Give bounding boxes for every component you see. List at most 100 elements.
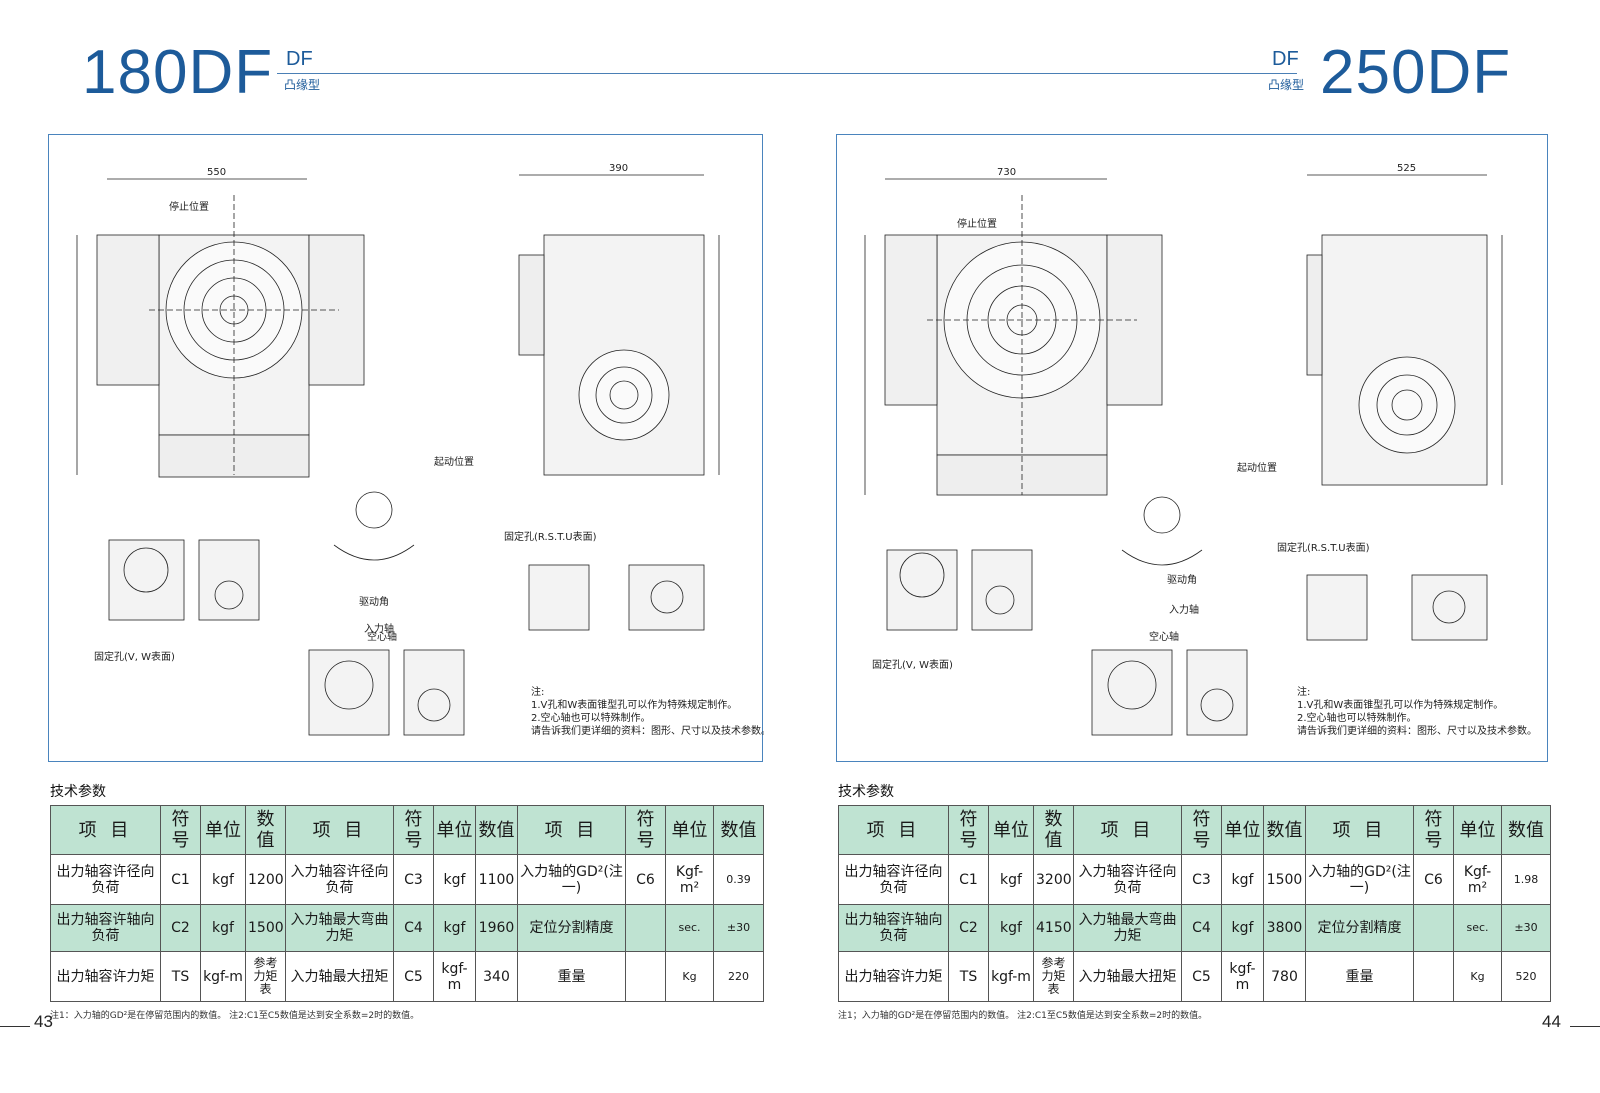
table-header-cell: 项 目	[517, 805, 626, 855]
table-header-cell: 数值	[1033, 805, 1074, 855]
table-cell: C3	[1181, 854, 1222, 905]
model-title-left: 180DF	[82, 38, 274, 107]
table-cell: Kgf-m²	[665, 854, 714, 905]
table-header-cell: 单位	[665, 805, 714, 855]
technical-drawing-right: 730 停止位置 525 起动位置 驱动角 入力轴 固定孔(R.S.T.U表面)…	[864, 163, 1537, 737]
table-cell: 1.98	[1501, 854, 1551, 905]
dim-right-0: 525	[1397, 163, 1416, 174]
drive-angle-label: 驱动角	[1167, 574, 1197, 586]
table-cell: ±30	[713, 904, 764, 952]
table-cell: 出力轴容许轴向负荷	[838, 904, 949, 952]
table-cell: C4	[393, 904, 434, 952]
table-cell: kgf	[433, 904, 476, 952]
stop-position-label: 停止位置	[957, 217, 997, 230]
table-cell: 1200	[245, 854, 286, 905]
table-cell: kgf-m	[200, 951, 246, 1002]
table-cell: 定位分割精度	[1305, 904, 1414, 952]
note-3: 请告诉我们更详细的资料：图形、尺寸以及技术参数。	[531, 724, 764, 737]
table-cell: Kg	[1453, 951, 1502, 1002]
table-cell: 220	[713, 951, 764, 1002]
table-cell: C3	[393, 854, 434, 905]
table-cell: 出力轴容许力矩	[838, 951, 949, 1002]
table-cell	[625, 904, 666, 952]
table-header-cell: 单位	[1453, 805, 1502, 855]
table-cell: TS	[948, 951, 989, 1002]
table-cell: 340	[475, 951, 518, 1002]
page-rule-left	[0, 1026, 30, 1027]
model-title-right: 250DF	[1320, 38, 1512, 107]
series-sub-right: 凸缘型	[1268, 78, 1305, 92]
table-cell: 780	[1263, 951, 1306, 1002]
table-cell: 入力轴最大弯曲力矩	[1073, 904, 1182, 952]
table-cell	[625, 951, 666, 1002]
table-header-cell: 数值	[1501, 805, 1551, 855]
table-header-cell: 符号	[948, 805, 989, 855]
table-header-cell: 符号	[1181, 805, 1222, 855]
table-cell: 入力轴容许径向负荷	[1073, 854, 1182, 905]
table-header-cell: 符号	[1413, 805, 1454, 855]
drawing-frame-right: 730 停止位置 525 起动位置 驱动角 入力轴 固定孔(R.S.T.U表面)…	[836, 134, 1548, 762]
note-2: 2.空心轴也可以特殊制作。	[1297, 711, 1417, 724]
footnote-right: 注1；入力轴的GD²是在停留范围内的数值。 注2:C1至C5数值是达到安全系数=…	[838, 1011, 1208, 1021]
table-header-cell: 单位	[433, 805, 476, 855]
table-cell: C2	[948, 904, 989, 952]
table-cell: TS	[160, 951, 201, 1002]
table-cell: kgf	[433, 854, 476, 905]
table-cell: Kg	[665, 951, 714, 1002]
table-cell: 出力轴容许径向负荷	[838, 854, 949, 905]
table-cell: kgf	[1221, 904, 1264, 952]
note-3: 请告诉我们更详细的资料：图形、尺寸以及技术参数。	[1297, 724, 1537, 737]
fix-hole-label: 固定孔(R.S.T.U表面)	[504, 530, 597, 543]
table-cell	[1413, 951, 1454, 1002]
table-cell: 1100	[475, 854, 518, 905]
section-title-left: 技术参数	[50, 784, 106, 800]
fix-hole-vw-label: 固定孔(V, W表面)	[94, 650, 175, 663]
page-number-right: 44	[1542, 1012, 1561, 1031]
fix-hole-label: 固定孔(R.S.T.U表面)	[1277, 541, 1370, 554]
table-header-row: 项 目符号单位数值项 目符号单位数值项 目符号单位数值	[838, 805, 1551, 855]
table-cell: 出力轴容许力矩	[50, 951, 161, 1002]
table-cell: kgf-m	[988, 951, 1034, 1002]
table-cell: 0.39	[713, 854, 764, 905]
table-header-cell: 符号	[393, 805, 434, 855]
table-cell: 入力轴的GD²(注一)	[1305, 854, 1414, 905]
table-cell: kgf	[200, 854, 246, 905]
technical-drawing-left: 550 停止位置 390 起动位置 驱动角 入力轴 固定孔(R.S.T.U表面)…	[76, 163, 764, 737]
table-cell: 重量	[517, 951, 626, 1002]
table-cell: 520	[1501, 951, 1551, 1002]
table-cell: kgf	[988, 854, 1034, 905]
table-cell: C6	[625, 854, 666, 905]
table-header-cell: 项 目	[50, 805, 161, 855]
table-cell: 4150	[1033, 904, 1074, 952]
series-label-left: DF	[286, 48, 313, 70]
table-cell: 参考力矩表	[245, 951, 286, 1002]
drawing-frame-left: 550 停止位置 390 起动位置 驱动角 入力轴 固定孔(R.S.T.U表面)…	[48, 134, 764, 762]
table-cell: C5	[393, 951, 434, 1002]
drive-angle-label: 驱动角	[359, 596, 389, 608]
table-header-cell: 符号	[160, 805, 201, 855]
table-header-cell: 数值	[1263, 805, 1306, 855]
dim-top-0: 550	[207, 167, 226, 178]
page-rule-right	[1570, 1026, 1600, 1027]
table-cell: 参考力矩表	[1033, 951, 1074, 1002]
note-0: 注:	[531, 685, 544, 698]
table-cell: C4	[1181, 904, 1222, 952]
hollow-shaft-label: 空心轴	[1149, 630, 1179, 643]
series-sub-left: 凸缘型	[284, 78, 321, 92]
table-cell: 入力轴容许径向负荷	[285, 854, 394, 905]
table-header-cell: 符号	[625, 805, 666, 855]
hollow-shaft-label: 空心轴	[367, 630, 397, 643]
table-cell: 1960	[475, 904, 518, 952]
section-title-right: 技术参数	[838, 784, 894, 800]
note-0: 注:	[1297, 685, 1310, 698]
table-header-cell: 单位	[988, 805, 1034, 855]
fix-hole-vw-label: 固定孔(V, W表面)	[872, 658, 953, 671]
table-cell: C2	[160, 904, 201, 952]
table-cell: 出力轴容许轴向负荷	[50, 904, 161, 952]
table-header-cell: 项 目	[1073, 805, 1182, 855]
table-cell: kgf	[988, 904, 1034, 952]
input-shaft-label: 入力轴	[1169, 603, 1199, 616]
